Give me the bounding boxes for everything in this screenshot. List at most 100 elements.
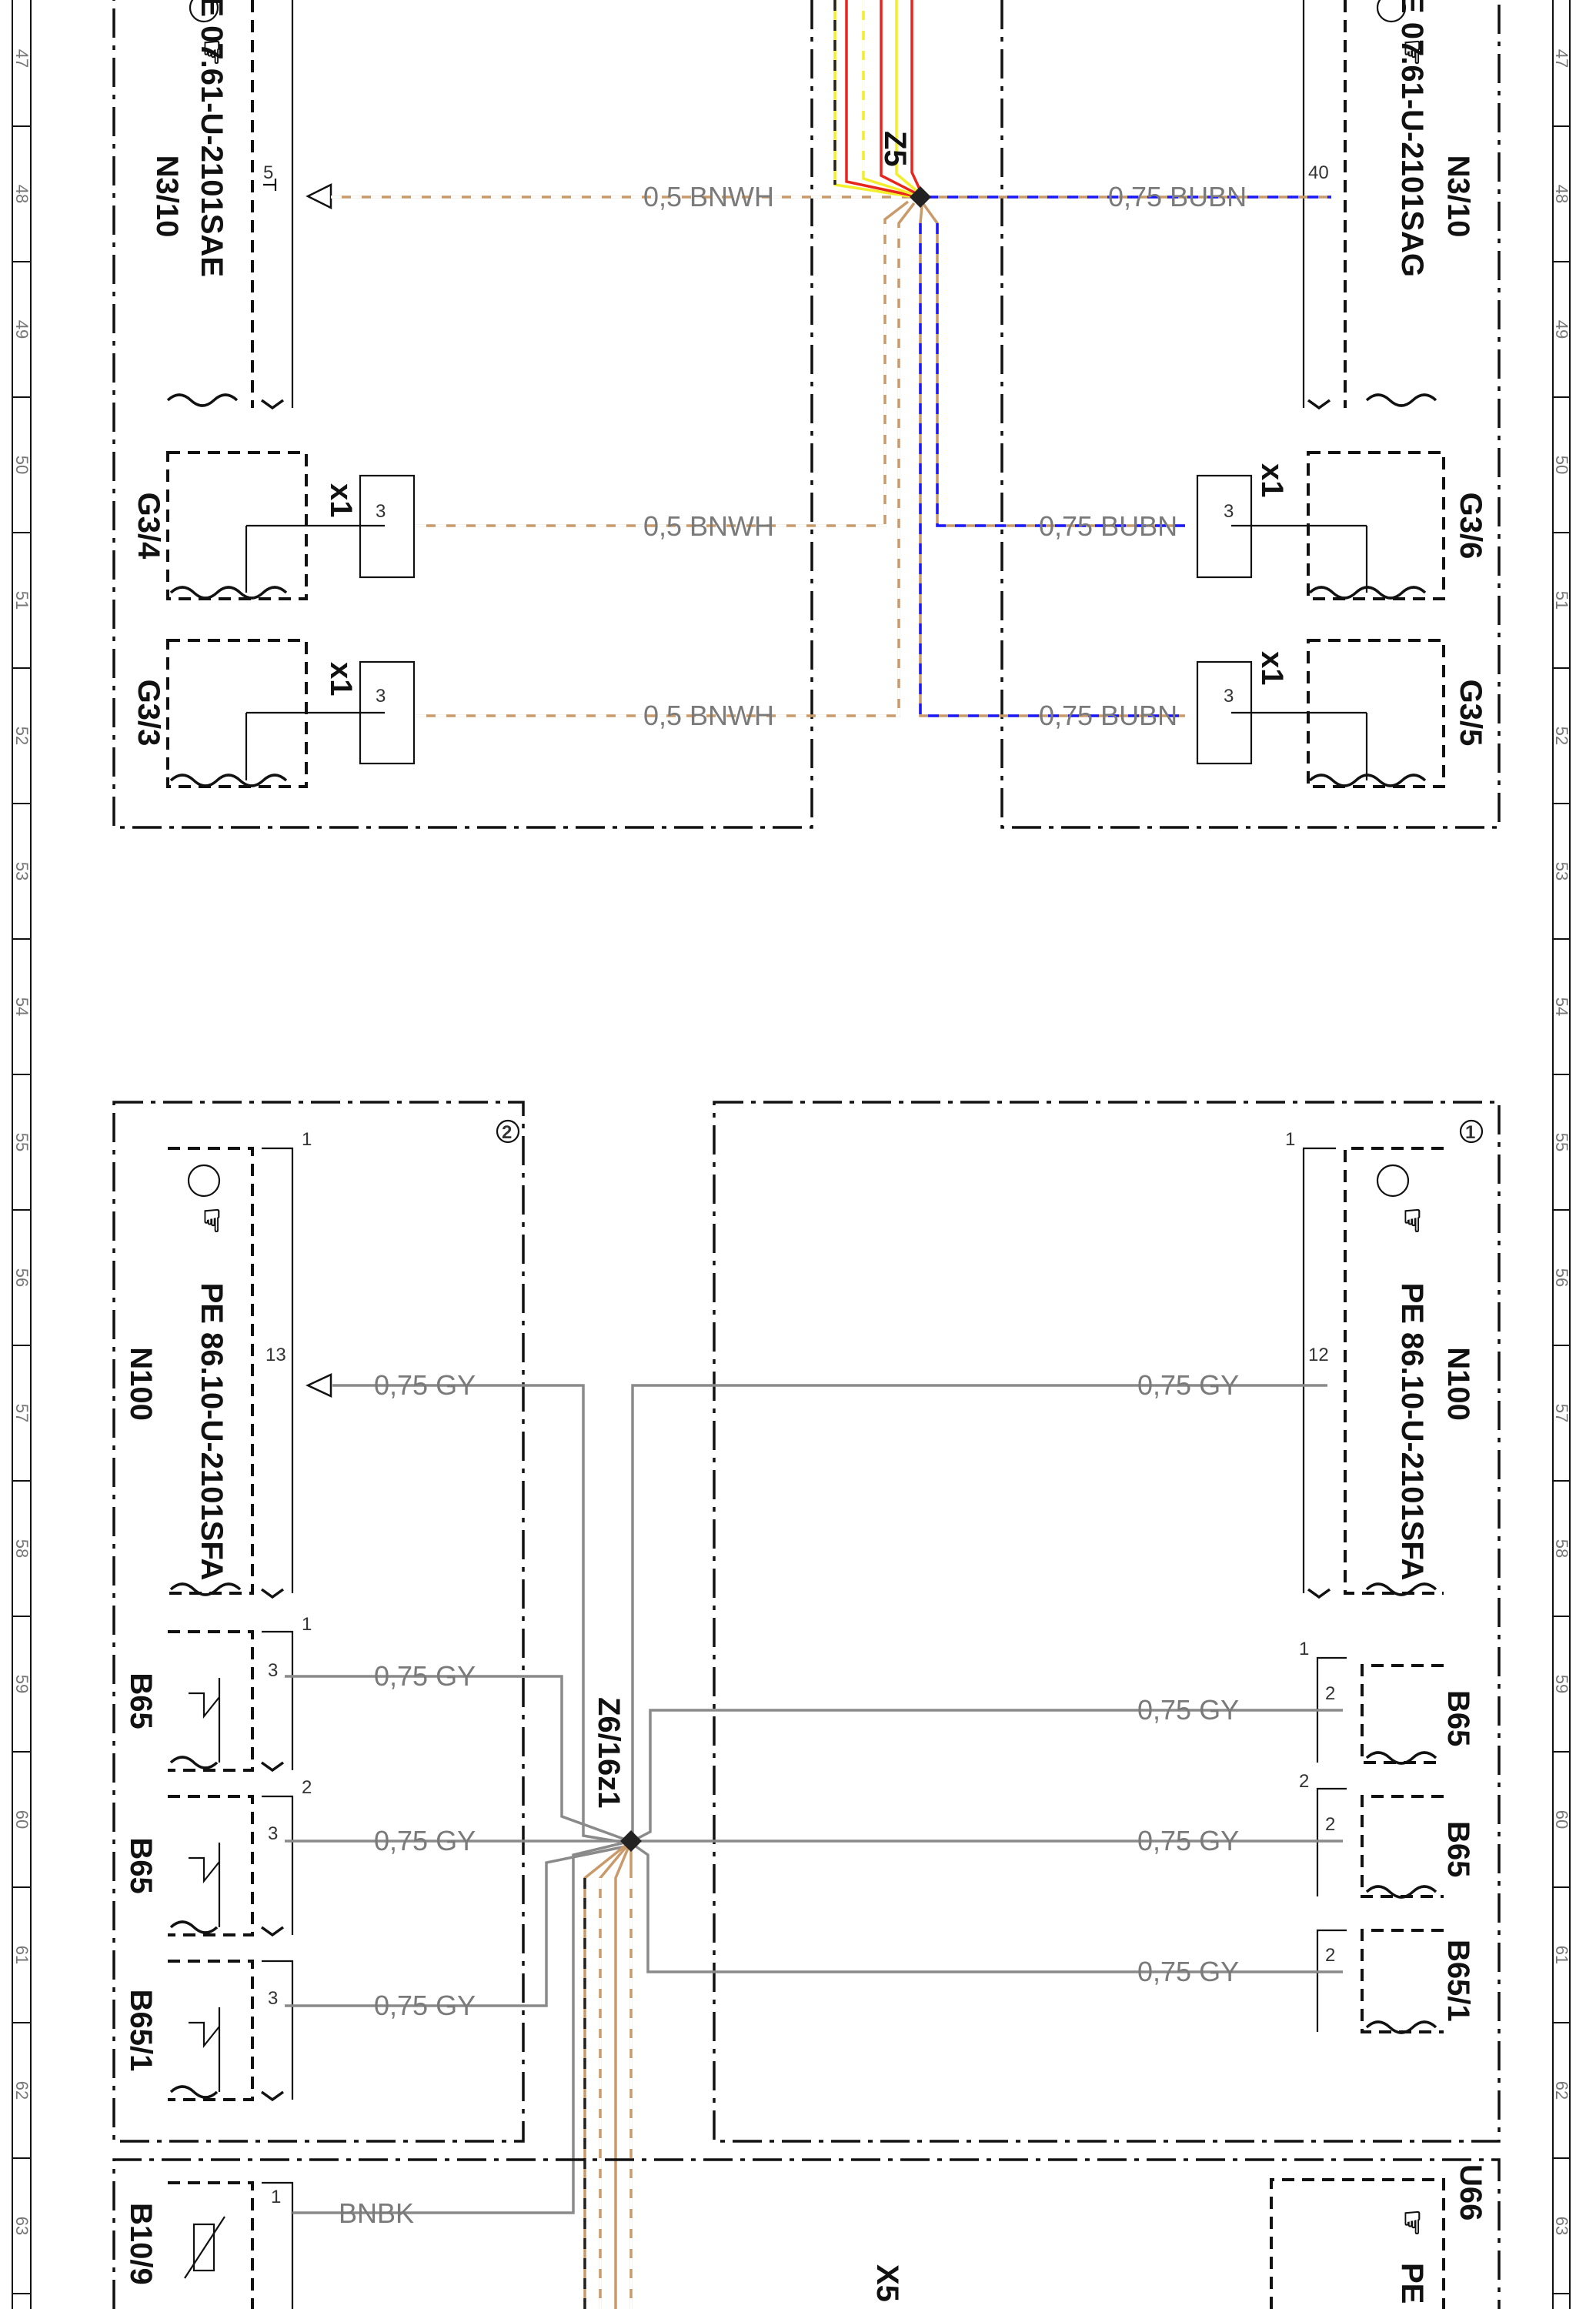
zone-number: 63 <box>12 2217 32 2235</box>
svg-text:0,75 GY: 0,75 GY <box>1137 1369 1239 1401</box>
zone-number: 48 <box>12 185 32 203</box>
hand-icon: ☞ <box>195 38 229 66</box>
svg-text:1: 1 <box>1285 1129 1295 1150</box>
g3-6-pin: 3 <box>1224 501 1234 522</box>
lowest-group: B10/9 1 BNBK X5 U66 ☞ PE <box>112 2158 1501 2309</box>
svg-text:1: 1 <box>302 1614 312 1635</box>
n3-10-left-label: N3/10 <box>150 155 184 238</box>
svg-text:1: 1 <box>271 2187 281 2207</box>
g3-3-pin: 3 <box>376 686 386 707</box>
svg-text:2: 2 <box>1299 1771 1309 1792</box>
zone-number: 51 <box>1552 591 1571 610</box>
splice-z5: Z5 <box>833 0 931 208</box>
zone-number: 50 <box>12 456 32 474</box>
wire-g3-5: 0,75 BUBN <box>919 206 1185 731</box>
wire-arrow-icon-2 <box>306 1373 332 1398</box>
svg-text:0,75 GY: 0,75 GY <box>374 1660 476 1692</box>
wire-arrow-icon <box>306 182 332 210</box>
hand-icon-right: ☞ <box>1395 38 1429 66</box>
top-left-group: N3/10 PE 07.61-U-2101SAE ☞ 5 G3/4 x1 3 G… <box>112 0 920 829</box>
zone-number: 57 <box>1552 1404 1571 1422</box>
bottom-right-group: 1 1 N100 PE 86.10-U-2101SFA ☞ 12 1 B65 2… <box>631 1101 1501 2143</box>
hand-icon-n100-left: ☞ <box>195 1207 229 1235</box>
splice-node-z5 <box>910 186 931 208</box>
zone-number: 59 <box>12 1675 32 1693</box>
n100-right-label: N100 <box>1441 1347 1475 1421</box>
svg-text:2: 2 <box>502 1122 512 1143</box>
svg-text:2: 2 <box>1325 1945 1335 1966</box>
top-right-group: N3/10 PE 07.61-U-2101SAG ☞ 40 G3/6 x1 3 … <box>919 0 1501 829</box>
b65-1-left-label: B65/1 <box>124 1990 158 2072</box>
wire-n100-left: 0,75 GY <box>332 1369 630 1845</box>
wire-n100-right: 0,75 GY <box>631 1369 1327 1836</box>
svg-text:0,75 GY: 0,75 GY <box>374 1825 476 1856</box>
b10-9-label: B10/9 <box>124 2203 158 2285</box>
zone-number: 60 <box>12 1810 32 1829</box>
svg-text:3: 3 <box>268 1988 278 2009</box>
z6-label: Z6/16z1 <box>592 1697 626 1809</box>
z5-label: Z5 <box>878 131 912 167</box>
n100-left-label: N100 <box>124 1347 158 1421</box>
n100-right-doc: PE 86.10-U-2101SFA <box>1395 1283 1429 1581</box>
zone-number: 58 <box>1552 1539 1571 1558</box>
svg-text:0,75 GY: 0,75 GY <box>1137 1825 1239 1856</box>
zone-number: 47 <box>12 49 32 68</box>
zone-number: 51 <box>12 591 32 610</box>
zone-number: 49 <box>12 320 32 339</box>
b65-right-a-label: B65 <box>1441 1690 1475 1746</box>
zone-number: 63 <box>1552 2217 1571 2235</box>
g3-4-conn: x1 <box>324 483 358 518</box>
n3-10-right-label: N3/10 <box>1441 155 1475 238</box>
svg-text:BNBK: BNBK <box>339 2197 414 2229</box>
wire-b65-1-right: 0,75 GY <box>631 1843 1343 1987</box>
n3-10-left-doc: PE 07.61-U-2101SAE <box>195 0 229 277</box>
svg-text:0,75 GY: 0,75 GY <box>1137 1694 1239 1726</box>
zone-number: 52 <box>1552 727 1571 745</box>
wire-b65-left-b: 0,75 GY <box>285 1825 629 1856</box>
switch-icon <box>189 1678 221 1763</box>
marker-1 <box>1459 1119 1484 1144</box>
zone-number: 61 <box>1552 1946 1571 1964</box>
zone-number: 56 <box>1552 1268 1571 1287</box>
svg-text:3: 3 <box>268 1660 278 1681</box>
wire-n3-10-right: 0,75 BUBN <box>927 181 1331 212</box>
wire-g3-4: 0,5 BNWH <box>416 200 910 542</box>
svg-text:0,5 BNWH: 0,5 BNWH <box>643 181 774 212</box>
zone-number: 54 <box>1552 997 1571 1016</box>
zone-number: 60 <box>1552 1810 1571 1829</box>
b65-left-a-label: B65 <box>124 1672 158 1729</box>
svg-text:1: 1 <box>1299 1639 1309 1659</box>
wire-b65-right-b: 0,75 GY <box>633 1825 1343 1856</box>
zone-number: 56 <box>12 1268 32 1287</box>
marker-2 <box>496 1119 520 1144</box>
zone-number: 62 <box>12 2081 32 2100</box>
svg-text:13: 13 <box>265 1345 286 1365</box>
zone-number: 55 <box>12 1133 32 1151</box>
switch-icon <box>189 1843 221 1927</box>
g3-6-label: G3/6 <box>1454 493 1487 560</box>
g3-3-label: G3/3 <box>132 680 165 747</box>
zone-number: 59 <box>1552 1675 1571 1693</box>
transistor-icon-n100-right <box>1376 1164 1410 1198</box>
g3-5-pin: 3 <box>1224 686 1234 707</box>
g3-3-conn: x1 <box>324 662 358 697</box>
transistor-icon-n100-left <box>187 1164 221 1198</box>
svg-text:0,5 BNWH: 0,5 BNWH <box>643 700 774 731</box>
b65-left-b-label: B65 <box>124 1837 158 1893</box>
n3-10-left-pin: 5 <box>263 162 273 183</box>
svg-text:2: 2 <box>1325 1683 1335 1704</box>
sensor-icon <box>192 2223 215 2272</box>
b65-right-b-label: B65 <box>1441 1821 1475 1877</box>
splice-z6: Z6/16z1 <box>406 1697 642 2309</box>
svg-text:2: 2 <box>1325 1814 1335 1835</box>
wire-g3-3: 0,5 BNWH <box>416 202 916 731</box>
svg-text:0,75 BUBN: 0,75 BUBN <box>1108 181 1247 212</box>
frame <box>12 0 1571 2309</box>
svg-text:0,5 BNWH: 0,5 BNWH <box>643 510 774 542</box>
splice-node-z6 <box>620 1830 642 1852</box>
transistor-icon-right <box>1376 0 1407 23</box>
hand-icon-u66: ☞ <box>1395 2209 1429 2237</box>
u66-doc: PE <box>1395 2263 1429 2304</box>
